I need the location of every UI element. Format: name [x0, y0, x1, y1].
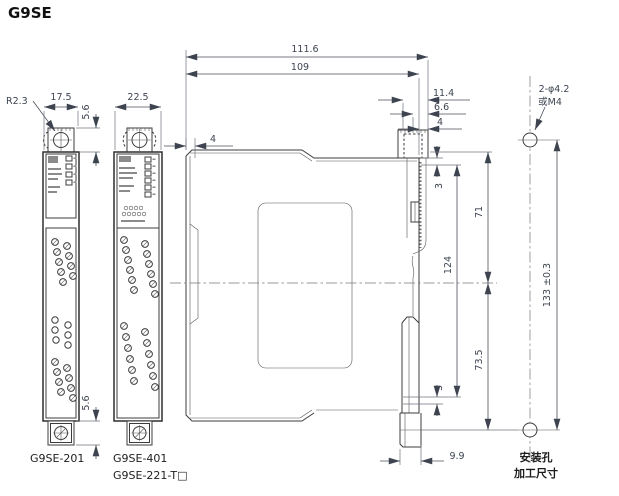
terminal-map-print [121, 205, 147, 222]
mounting-hole-view: 2-φ4.2 或M4 133 ±0.3 安装孔 加工尺寸 [513, 76, 569, 480]
front-view-g9se-201 [42, 127, 80, 446]
tab-hidden-edge [122, 131, 157, 149]
terminal-screws-upper [51, 238, 77, 286]
label-panel [45, 153, 77, 219]
side-view [170, 129, 497, 448]
side-outline [185, 149, 420, 422]
dim-hook-b: 6.6 [434, 102, 449, 113]
page-title: G9SE [8, 4, 52, 22]
label-print [48, 156, 62, 193]
dimensions-front: R2.3 17.5 5.6 5.6 22.5 G9SE-201 G9SE-401… [6, 92, 188, 482]
front-panel-step [189, 223, 199, 325]
device-body [42, 151, 80, 422]
tab-hidden-edge [43, 131, 49, 149]
hole-note-line1: 2-φ4.2 [539, 84, 570, 95]
dim-hook-a: 11.4 [433, 88, 454, 99]
dim-height-lower: 73.5 [474, 349, 485, 370]
terminal-holes [51, 316, 72, 349]
model-label-221t: G9SE-221-T□ [113, 469, 188, 482]
terminal-screws-lower [51, 358, 77, 402]
dimensions-side: 111.6 109 11.4 6.6 4 4 3 3 124 71 7 [164, 44, 518, 465]
hole-note-leader [534, 106, 546, 131]
label-print [119, 156, 137, 192]
terminal-screws-upper [120, 236, 159, 298]
dim-top-tab: 5.6 [81, 104, 92, 119]
dim-width-1: 17.5 [50, 92, 71, 103]
dim-foot: 9.9 [449, 451, 464, 462]
caption-line2: 加工尺寸 [513, 466, 558, 480]
terminal-block [45, 227, 77, 419]
dim-depth-total: 111.6 [291, 44, 318, 55]
dim-width-2: 22.5 [127, 92, 148, 103]
hole-note-line2: 或M4 [538, 96, 562, 108]
model-label-201: G9SE-201 [30, 452, 84, 465]
terminal-block [116, 227, 160, 419]
caption-line1: 安装孔 [520, 450, 553, 464]
dim-height-mid: 124 [443, 256, 454, 274]
model-label-401: G9SE-401 [113, 452, 167, 465]
side-label-recess [257, 202, 353, 369]
front-view-g9se-401 [113, 127, 163, 446]
dim-hole-pitch: 133 ±0.3 [542, 263, 553, 307]
bottom-foot [399, 413, 422, 448]
dim-front-step: 4 [210, 134, 216, 145]
terminal-screws-lower [120, 322, 159, 391]
din-hook-lower [401, 316, 420, 413]
dim-bottom-tab: 5.6 [81, 395, 92, 410]
din-slider [406, 158, 427, 255]
led-indicators [65, 155, 77, 186]
dim-inset-bottom: 3 [434, 385, 445, 391]
dim-depth-body: 109 [291, 62, 309, 73]
dim-height-upper: 71 [474, 206, 485, 218]
dim-corner-radius: R2.3 [6, 96, 28, 107]
led-indicators [144, 156, 156, 198]
dim-hook-c: 4 [437, 117, 443, 128]
dim-inset-top: 3 [434, 183, 445, 189]
